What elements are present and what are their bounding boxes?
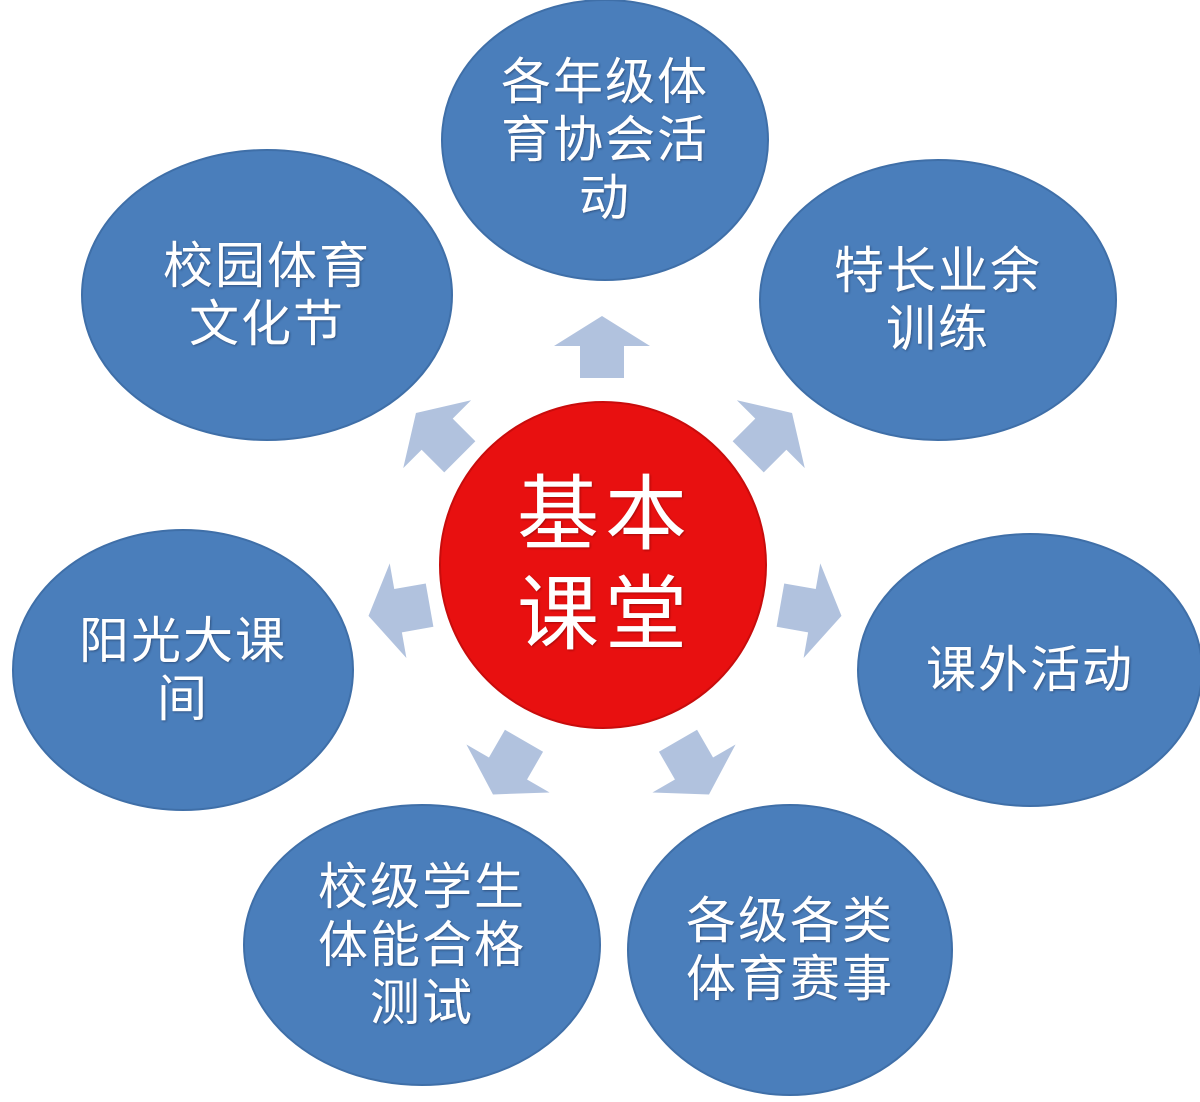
nodes-layer: 各年级体育协会活动特长业余训练课外活动各级各类体育赛事校级学生体能合格测试阳光大… [12, 0, 1200, 1096]
node-label: 课外活动 [926, 641, 1134, 699]
node-ellipse [81, 149, 453, 441]
arrow-up-right-icon [732, 400, 805, 473]
node-ellipse [759, 159, 1117, 441]
node-right: 课外活动 [857, 533, 1200, 807]
node-label: 测试 [370, 974, 474, 1032]
center-label: 课堂 [517, 568, 693, 663]
arrows-layer [368, 316, 842, 795]
center-label: 基本 [517, 468, 693, 563]
node-label: 校级学生 [318, 858, 526, 916]
node-label: 阳光大课 [79, 612, 287, 670]
node-ellipse [627, 804, 953, 1096]
center-circle [439, 401, 767, 729]
node-label: 间 [157, 670, 209, 728]
arrow-down-left-icon [466, 729, 550, 795]
node-ellipse [857, 533, 1200, 807]
node-label: 各级各类 [686, 892, 894, 950]
arrow-right-icon [776, 563, 842, 658]
node-ellipse [243, 804, 601, 1086]
arrow-up-icon [554, 316, 650, 378]
node-label: 育协会活 [501, 111, 709, 169]
arrow-up-left-icon [403, 400, 476, 473]
node-label: 校园体育 [163, 237, 371, 295]
node-label: 体育赛事 [686, 950, 894, 1008]
node-label: 文化节 [189, 295, 345, 353]
arrow-left-icon [368, 563, 434, 658]
node-label: 各年级体 [501, 53, 709, 111]
node-label: 动 [579, 169, 631, 227]
node-ellipse [12, 529, 354, 811]
node-label: 体能合格 [318, 916, 526, 974]
node-ellipse [441, 0, 769, 281]
node-label: 特长业余 [834, 242, 1042, 300]
arrow-down-right-icon [652, 729, 736, 795]
node-label: 训练 [886, 300, 990, 358]
